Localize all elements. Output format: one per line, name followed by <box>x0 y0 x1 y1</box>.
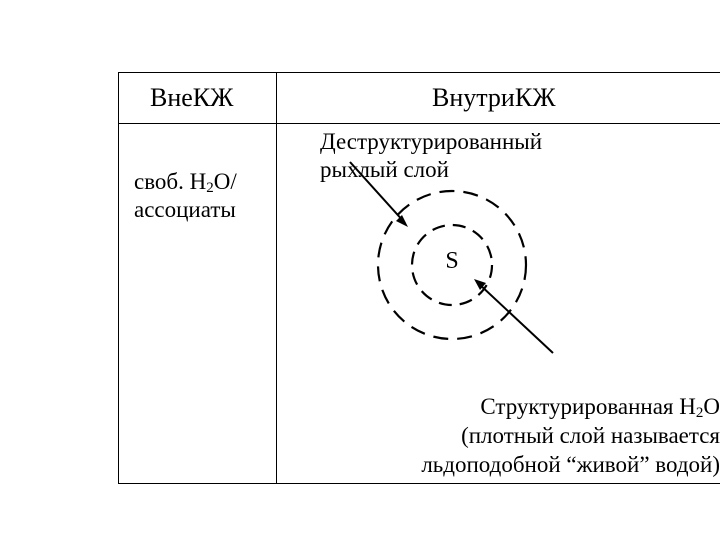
destructured-layer-label: Деструктурированный рыхлый слой <box>320 129 543 182</box>
solute-center-label: S <box>445 248 459 274</box>
outside-cell-line2: ассоциаты <box>134 197 236 222</box>
structured-layer-label: Структурированная Н2О (плотный слой назы… <box>421 394 720 477</box>
table-column-divider <box>276 72 277 484</box>
header-outside-cell: ВнеКЖ <box>150 83 234 112</box>
table-frame <box>118 72 720 484</box>
outside-cell-line1: своб. Н2О/ <box>134 169 237 196</box>
table-header-divider <box>118 123 720 124</box>
header-inside-cell: ВнутриКЖ <box>432 83 556 112</box>
outside-cell-text: своб. Н2О/ ассоциаты <box>134 168 237 224</box>
